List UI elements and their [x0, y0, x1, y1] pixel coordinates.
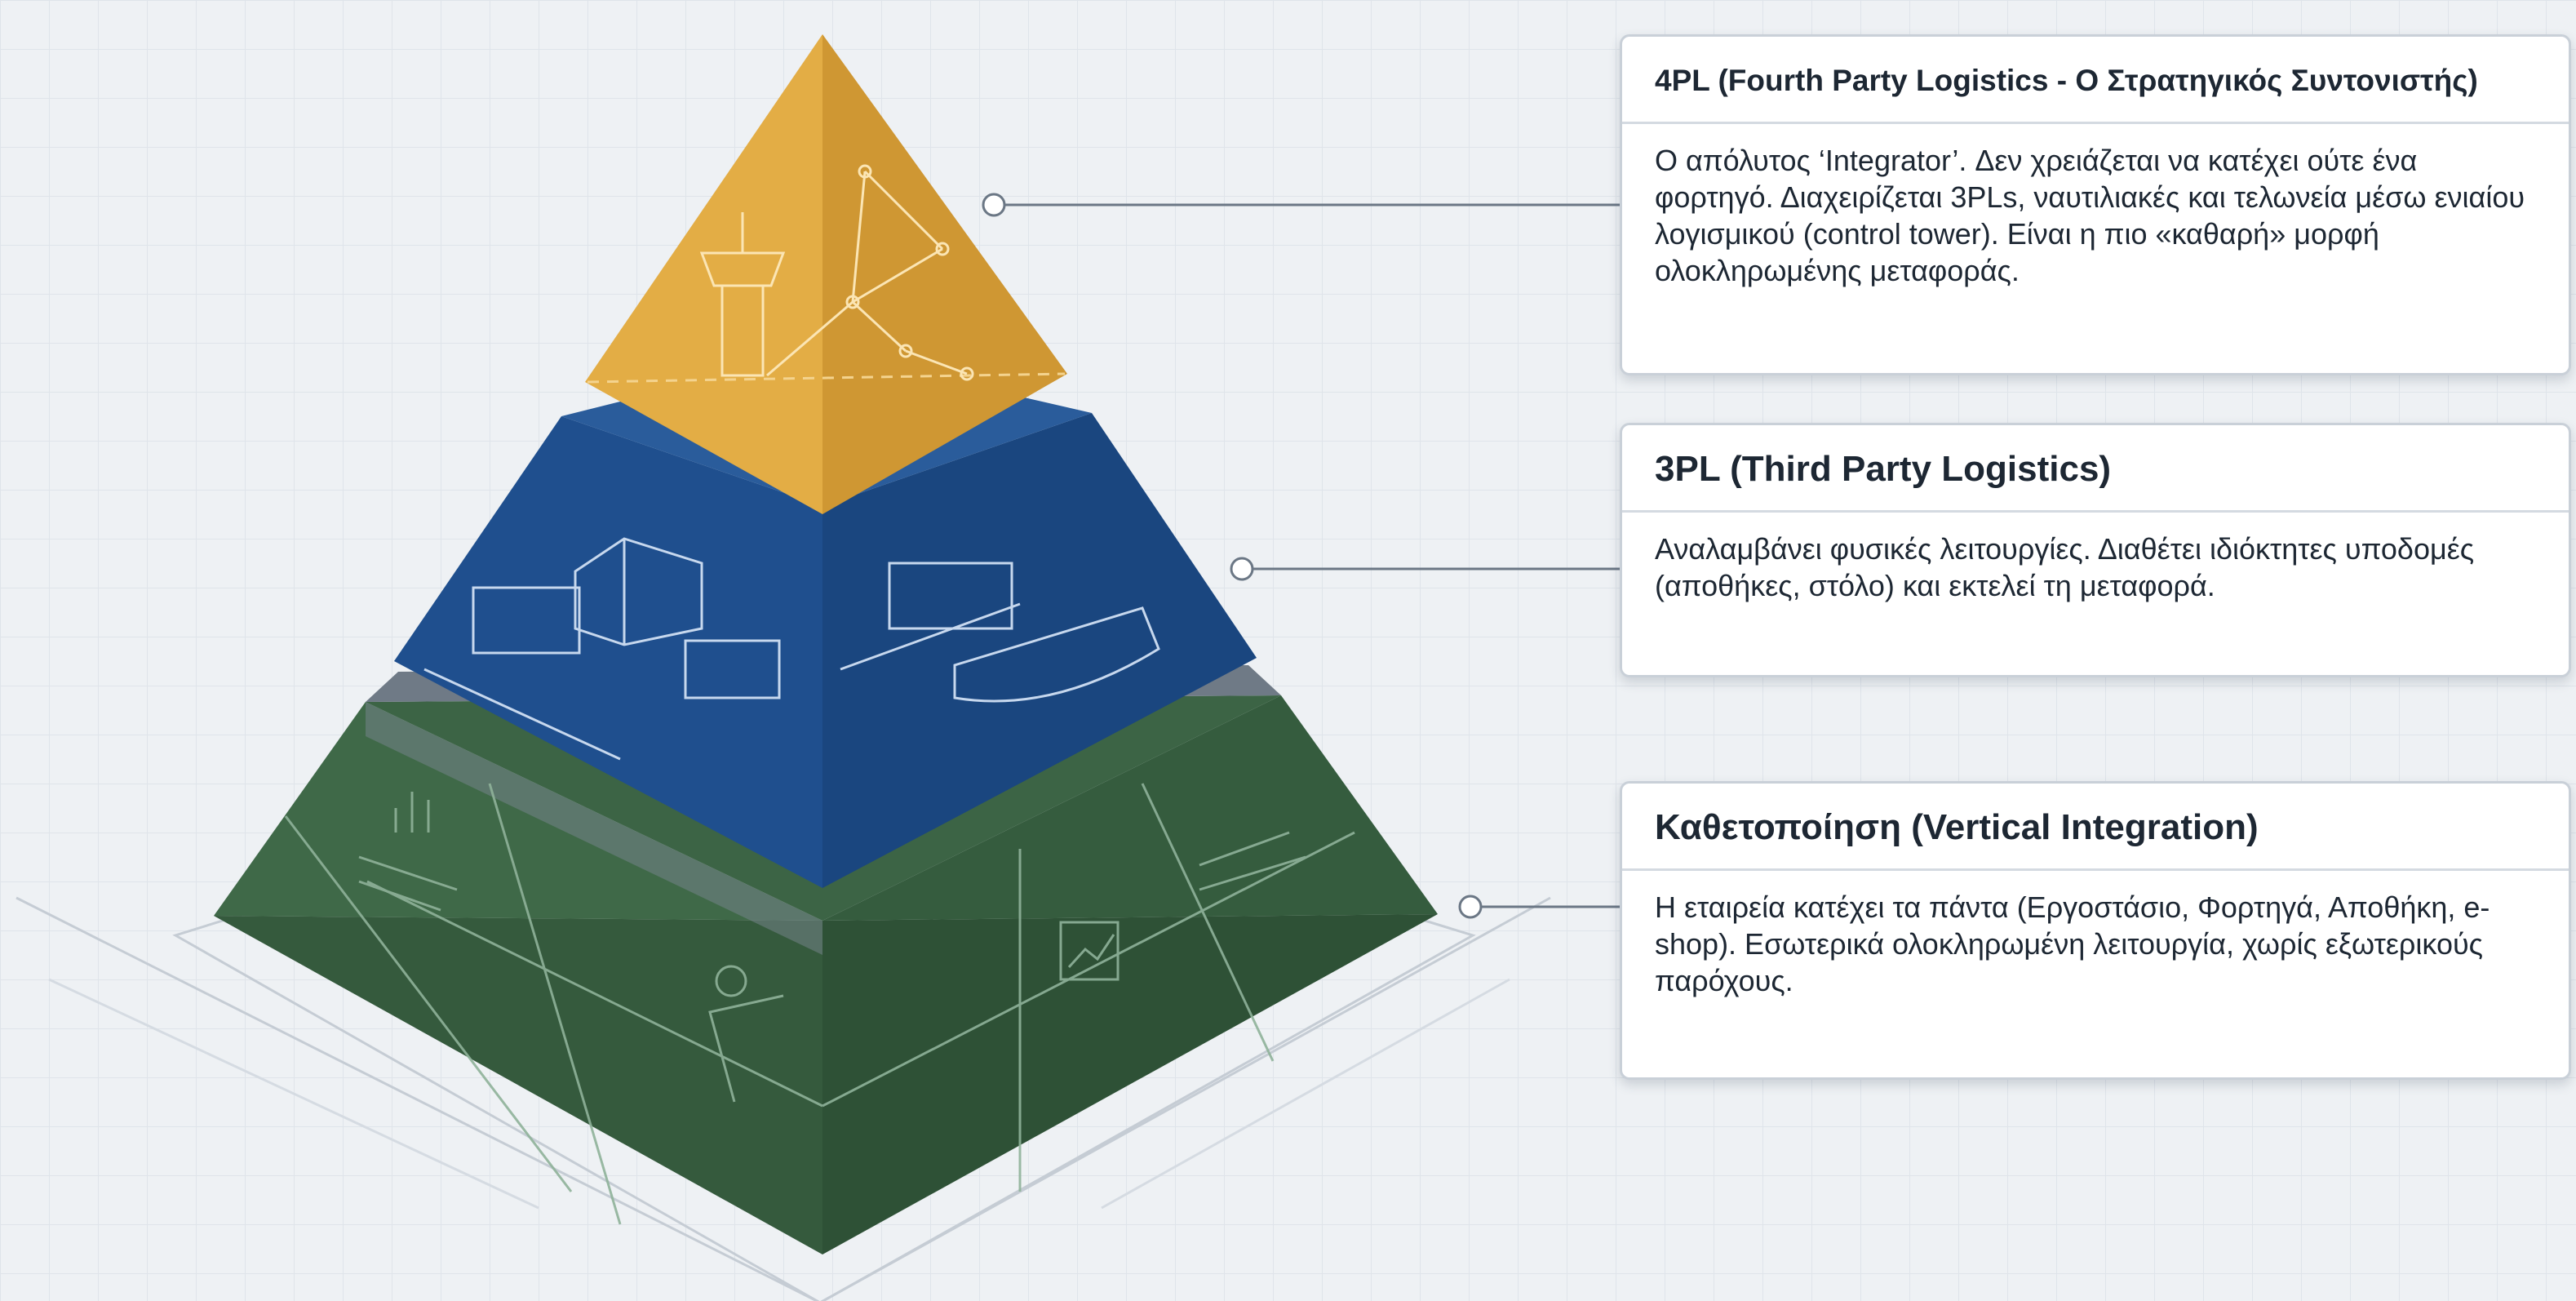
- connector-dot-vi: [1458, 895, 1483, 919]
- gold-left-face: [585, 34, 822, 514]
- card-vertical-integration: Καθετοποίηση (Vertical Integration) Η ετ…: [1620, 781, 2571, 1080]
- green-right-front: [822, 914, 1438, 1254]
- green-left-front: [214, 916, 822, 1254]
- chart-icon: [1059, 921, 1120, 981]
- card-title-4pl: 4PL (Fourth Party Logistics - Ο Στρατηγι…: [1622, 37, 2569, 124]
- card-title-3pl: 3PL (Third Party Logistics): [1622, 425, 2569, 513]
- card-description-vertical-integration: Η εταιρεία κατέχει τα πάντα (Εργοστάσιο,…: [1655, 890, 2490, 997]
- truck-icon: [684, 639, 781, 699]
- card-description-4pl: Ο απόλυτος ‘Integrator’. Δεν χρειάζεται …: [1655, 144, 2525, 287]
- card-4pl: 4PL (Fourth Party Logistics - Ο Στρατηγι…: [1620, 34, 2571, 375]
- gold-right-face: [822, 34, 1067, 514]
- tier-4pl: [585, 34, 1067, 514]
- truck-icon: [472, 586, 581, 655]
- connector-dot-4pl: [982, 193, 1006, 217]
- control-tower-icon: [699, 251, 786, 377]
- card-title-vertical-integration: Καθετοποίηση (Vertical Integration): [1622, 784, 2569, 871]
- ship-icon: [953, 606, 1160, 703]
- blue-left-face: [394, 416, 822, 888]
- card-3pl: 3PL (Third Party Logistics) Αναλαμβάνει …: [1620, 423, 2571, 677]
- gear-icon: [715, 965, 747, 997]
- blue-right-face: [822, 413, 1257, 888]
- connectors: [982, 193, 1620, 919]
- connector-dot-3pl: [1230, 557, 1254, 581]
- card-description-3pl: Αναλαμβάνει φυσικές λειτουργίες. Διαθέτε…: [1655, 532, 2475, 602]
